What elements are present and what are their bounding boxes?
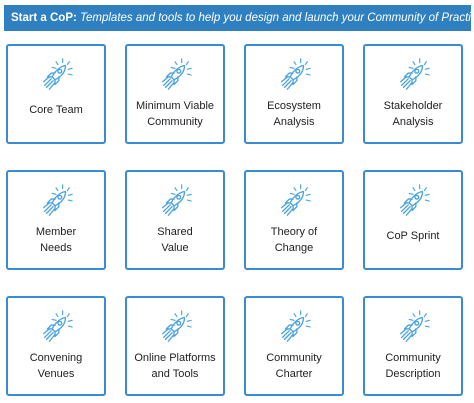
rocket-icon — [275, 182, 313, 220]
card-label-line: Shared — [157, 226, 193, 238]
card-label: Online Platforms and Tools — [131, 350, 219, 382]
card-label-line: Change — [274, 242, 314, 254]
card-label-line: Theory of — [270, 226, 318, 238]
rocket-icon — [275, 56, 313, 94]
rocket-icon — [156, 56, 194, 94]
card-label-line: Member — [35, 226, 77, 238]
card-label-line: and Tools — [151, 368, 199, 380]
card-label-line: Charter — [275, 368, 313, 380]
card-label-line: Ecosystem — [267, 100, 321, 112]
template-card[interactable]: Online Platforms and Tools — [125, 296, 225, 396]
card-label-line: CoP Sprint — [386, 230, 440, 242]
rocket-icon — [37, 56, 75, 94]
rocket-icon — [156, 308, 194, 346]
card-label-line: Core Team — [29, 104, 83, 116]
template-card[interactable]: Theory of Change — [244, 170, 344, 270]
card-label-line: Community — [147, 116, 203, 128]
card-label-line: Needs — [40, 242, 72, 254]
banner-subtitle: Templates and tools to help you design a… — [76, 12, 471, 24]
card-label: CoP Sprint — [369, 228, 457, 244]
rocket-icon — [394, 56, 432, 94]
card-label-line: Stakeholder — [383, 100, 443, 112]
rocket-icon — [394, 308, 432, 346]
card-label-line: Community — [266, 352, 322, 364]
template-card[interactable]: Core Team — [6, 44, 106, 144]
rocket-icon — [394, 182, 432, 220]
rocket-icon — [37, 308, 75, 346]
card-label-line: Minimum Viable — [135, 100, 215, 112]
page-title-banner: Start a CoP: Templates and tools to help… — [4, 5, 471, 31]
card-label-line: Description — [385, 368, 441, 380]
template-card[interactable]: CoP Sprint — [363, 170, 463, 270]
card-label-line: Online Platforms — [134, 352, 216, 364]
card-label-line: Value — [161, 242, 189, 254]
rocket-icon — [37, 182, 75, 220]
card-label: Core Team — [12, 102, 100, 118]
card-label-line: Convening — [29, 352, 83, 364]
card-label-line: Analysis — [273, 116, 315, 128]
card-label: Theory of Change — [250, 224, 338, 256]
rocket-icon — [156, 182, 194, 220]
card-label-line: Venues — [37, 368, 75, 380]
card-label-line: Analysis — [392, 116, 434, 128]
card-label-line: Community — [385, 352, 441, 364]
banner-lead: Start a CoP: — [11, 12, 77, 24]
rocket-icon — [275, 308, 313, 346]
